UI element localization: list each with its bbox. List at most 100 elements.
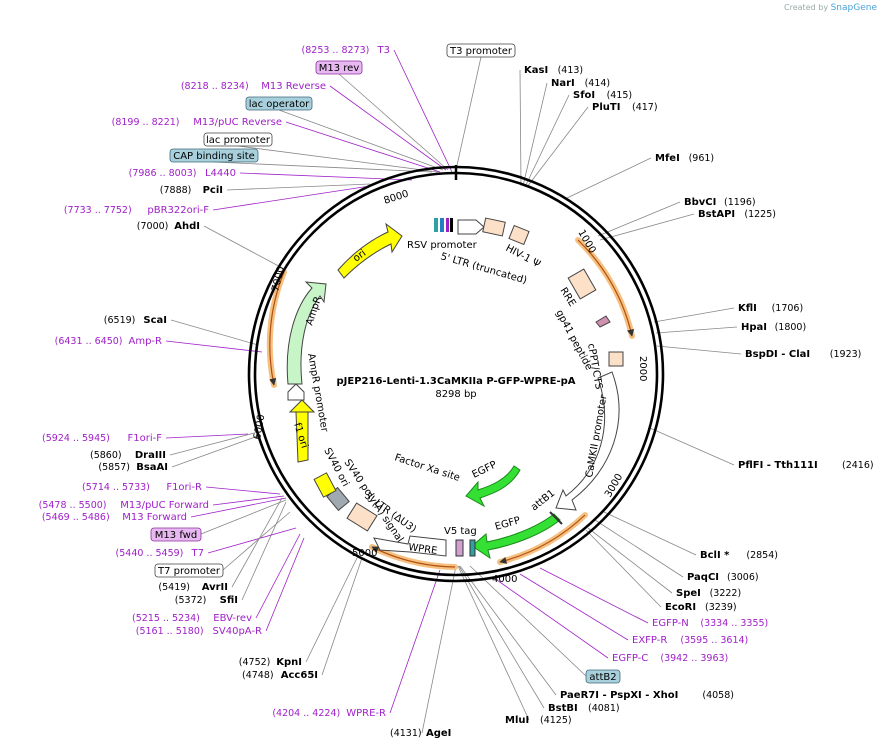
tick-label-2000: 2000 [637, 356, 648, 381]
enzyme-ecori[interactable]: EcoRI(3239) [665, 602, 737, 613]
leader-lines [165, 49, 742, 734]
enzyme-nari[interactable]: NarI(414) [551, 78, 610, 89]
leader-line [493, 577, 609, 659]
enzyme-position: (3222) [710, 588, 742, 599]
enzyme-name: SfiI [220, 595, 238, 606]
primer-name: EBV-rev [213, 613, 252, 624]
enzyme-bbvci[interactable]: BbvCI(1196) [684, 197, 756, 208]
enzyme-avrii[interactable]: AvrII(5419) [158, 582, 228, 593]
primer-m13-forward[interactable]: M13 Forward(5469 .. 5486) [42, 512, 187, 523]
leader-line [519, 69, 522, 187]
primer-pbr322ori-f[interactable]: pBR322ori-F(7733 .. 7752) [64, 205, 209, 216]
enzyme-ahdi[interactable]: AhdI(7000) [137, 221, 200, 232]
primer-position: (5924 .. 5945) [42, 433, 110, 444]
primer-position: (7733 .. 7752) [64, 205, 132, 216]
leader-line [656, 345, 742, 355]
leader-line [655, 326, 738, 334]
leader-line [457, 565, 530, 721]
enzyme-scai[interactable]: ScaI(6519) [104, 315, 167, 326]
leader-line [653, 307, 735, 323]
primer-exfp-r[interactable]: EXFP-R(3595 .. 3614) [632, 635, 748, 646]
enzyme-bstapi[interactable]: BstAPI(1225) [698, 209, 776, 220]
primer-m13-reverse[interactable]: M13 Reverse(8218 .. 8234) [181, 81, 326, 92]
primer-position: (4204 .. 4224) [272, 708, 340, 719]
enzyme-acc65i[interactable]: Acc65I(4748) [242, 670, 318, 681]
primer-m13-puc-forward[interactable]: M13/pUC Forward(5478 .. 5500) [39, 500, 209, 511]
feature-camkii-promoter [555, 371, 620, 511]
primer-position: (3595 .. 3614) [680, 635, 748, 646]
label-hiv-psi: HIV-1 Ψ [504, 243, 543, 270]
primer-egfp-n[interactable]: EGFP-N(3334 .. 3355) [652, 618, 768, 629]
boxed-label-t3-promoter[interactable]: T3 promoter [446, 43, 516, 58]
boxed-label-m13-fwd[interactable]: M13 fwd [150, 527, 202, 542]
enzyme-position: (5860) [90, 450, 122, 461]
enzyme-name: BsaAI [136, 462, 168, 473]
enzyme-bsaai[interactable]: BsaAI(5857) [98, 462, 168, 473]
boxed-label-lac-promoter[interactable]: lac promoter [203, 132, 273, 147]
primer-f1ori-f[interactable]: F1ori-F(5924 .. 5945) [42, 433, 162, 444]
primer-position: (3942 .. 3963) [660, 653, 728, 664]
enzyme-name: PaeR7I - PspXI - XhoI [560, 690, 678, 701]
primer-egfp-c[interactable]: EGFP-C(3942 .. 3963) [612, 653, 728, 664]
primer-name: EGFP-N [652, 618, 689, 629]
boxed-label-m13-rev[interactable]: M13 rev [315, 60, 363, 75]
enzyme-name: KflI [738, 303, 757, 314]
enzyme-name: MluI [505, 715, 529, 726]
enzyme-name: HpaI [741, 322, 767, 333]
enzyme-mfei[interactable]: MfeI(961) [655, 153, 714, 164]
primer-name: F1ori-R [166, 482, 202, 493]
feature-cppt [608, 351, 624, 367]
enzyme-bcli-[interactable]: BclI *(2854) [700, 550, 778, 561]
enzyme-pcii[interactable]: PciI(7888) [160, 185, 223, 196]
feature-top-markers [434, 218, 453, 232]
primer-wpre-r[interactable]: WPRE-R(4204 .. 4224) [272, 708, 386, 719]
enzyme-name: PluTI [592, 102, 620, 113]
primer-name: M13 Forward [122, 512, 187, 523]
primer-ebv-rev[interactable]: EBV-rev(5215 .. 5234) [132, 613, 252, 624]
boxed-label-text: CAP binding site [173, 151, 255, 162]
primer-f1ori-r[interactable]: F1ori-R(5714 .. 5733) [82, 482, 202, 493]
leader-line [190, 497, 287, 518]
enzyme-name: SpeI [676, 588, 701, 599]
enzyme-position: (4058) [702, 690, 734, 701]
enzyme-position: (6519) [104, 315, 136, 326]
primer-amp-r[interactable]: Amp-R(6431 .. 6450) [55, 336, 162, 347]
boxed-label-bg [150, 527, 202, 542]
primer-t7[interactable]: T7(5440 .. 5459) [116, 548, 204, 559]
enzyme-draiii[interactable]: DraIII(5860) [90, 450, 166, 461]
enzyme-name: BbvCI [684, 197, 716, 208]
tick-label-4000: 4000 [492, 574, 517, 585]
enzyme-position: (7000) [137, 221, 169, 232]
enzyme-pluti[interactable]: PluTI(417) [592, 102, 658, 113]
enzyme-mlui[interactable]: MluI(4125) [505, 715, 572, 726]
boxed-label-t7-promoter[interactable]: T7 promoter [154, 563, 224, 578]
enzyme-paer7i-pspxi-xhoi[interactable]: PaeR7I - PspXI - XhoI (4058) [560, 690, 734, 701]
boxed-label-cap-binding-site[interactable]: CAP binding site [169, 148, 259, 163]
enzyme-kpni[interactable]: KpnI(4752) [239, 657, 302, 668]
enzyme-paqci[interactable]: PaqCI(3006) [687, 572, 759, 583]
primer-position: (5478 .. 5500) [39, 500, 107, 511]
enzyme-agei[interactable]: AgeI(4131) [390, 728, 451, 739]
boxed-label-text: M13 fwd [155, 530, 197, 541]
enzyme-bstbi[interactable]: BstBI(4081) [548, 703, 620, 714]
leader-line [539, 567, 649, 624]
boxed-label-attb2[interactable]: attB2 [585, 669, 621, 684]
enzyme-sfoi[interactable]: SfoI(415) [573, 90, 632, 101]
enzyme-kfli[interactable]: KflI(1706) [738, 303, 803, 314]
leader-line [421, 565, 457, 734]
primer-sv40pa-r[interactable]: SV40pA-R(5161 .. 5180) [136, 626, 262, 637]
boxed-label-lac-operator[interactable]: lac operator [245, 96, 313, 111]
primer-l4440[interactable]: L4440(7986 .. 8003) [129, 168, 236, 179]
enzyme-pflfi-tth111i[interactable]: PflFI - Tth111I(2416) [738, 460, 874, 471]
boxed-label-bg [585, 669, 621, 684]
enzyme-name: PciI [203, 185, 223, 196]
enzyme-kasi[interactable]: KasI(413) [524, 65, 583, 76]
leader-line [519, 573, 629, 641]
enzyme-bspdi-clai[interactable]: BspDI - ClaI(1923) [745, 349, 861, 360]
primer-t3[interactable]: T3(8253 .. 8273) [302, 45, 390, 56]
primer-m13-puc-reverse[interactable]: M13/pUC Reverse(8199 .. 8221) [112, 117, 282, 128]
enzyme-position: (4748) [242, 670, 274, 681]
enzyme-spei[interactable]: SpeI (3222) [676, 588, 741, 599]
enzyme-sfii[interactable]: SfiI(5372) [175, 595, 238, 606]
enzyme-hpai[interactable]: HpaI(1800) [741, 322, 806, 333]
